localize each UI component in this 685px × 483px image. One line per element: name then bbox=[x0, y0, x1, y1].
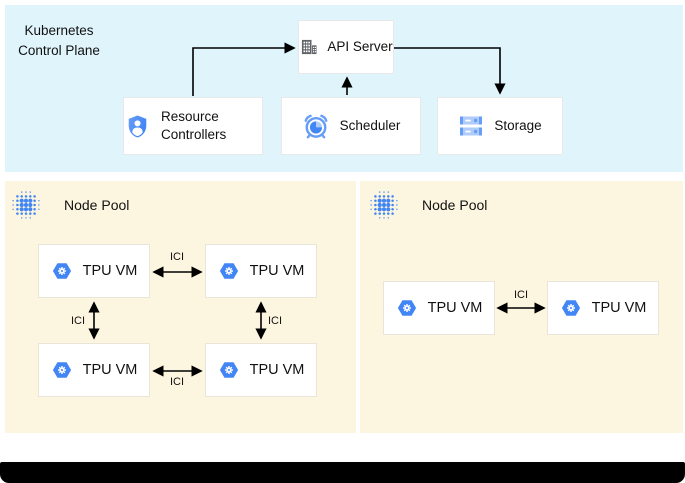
tpu-hexagon-icon bbox=[218, 261, 240, 281]
storage-node: Storage bbox=[437, 97, 563, 155]
dot-cluster-icon bbox=[368, 189, 400, 221]
storage-disks-icon bbox=[460, 116, 483, 136]
api-server-label: API Server bbox=[327, 39, 393, 55]
resource-controllers-node: Resource Controllers bbox=[123, 97, 263, 155]
alarm-clock-icon bbox=[304, 114, 328, 139]
ici-label-left: ICI bbox=[70, 315, 86, 327]
api-server-node: API Server bbox=[298, 20, 394, 74]
ici-label-top: ICI bbox=[169, 251, 185, 263]
storage-label: Storage bbox=[494, 118, 542, 134]
tpu-vm-label: TPU VM bbox=[249, 362, 305, 378]
node-pool-1-header: Node Pool bbox=[10, 189, 129, 221]
ici-label-right: ICI bbox=[267, 315, 283, 327]
window-bottom-bar bbox=[0, 462, 685, 483]
tpu-vm-node-2: TPU VM bbox=[205, 244, 317, 298]
tpu-vm-node-1: TPU VM bbox=[38, 244, 150, 298]
ici-label-bottom: ICI bbox=[169, 376, 185, 388]
tpu-vm-node-3: TPU VM bbox=[38, 343, 150, 397]
node-pool-2-header: Node Pool bbox=[368, 189, 487, 221]
tpu-vm-node-6: TPU VM bbox=[547, 281, 659, 335]
tpu-vm-label: TPU VM bbox=[249, 263, 305, 279]
tpu-vm-node-4: TPU VM bbox=[205, 343, 317, 397]
node-pool-2-title: Node Pool bbox=[422, 197, 488, 213]
tpu-vm-label: TPU VM bbox=[427, 300, 483, 316]
resource-controllers-label: Resource Controllers bbox=[161, 109, 227, 142]
shield-user-icon bbox=[128, 114, 147, 138]
control-plane-title: Kubernetes Control Plane bbox=[18, 23, 100, 58]
tpu-vm-label: TPU VM bbox=[591, 300, 647, 316]
tpu-hexagon-icon bbox=[560, 298, 582, 318]
dot-cluster-icon bbox=[10, 189, 42, 221]
tpu-hexagon-icon bbox=[51, 261, 73, 281]
tpu-vm-label: TPU VM bbox=[82, 263, 138, 279]
tpu-hexagon-icon bbox=[51, 360, 73, 380]
tpu-hexagon-icon bbox=[218, 360, 240, 380]
tpu-hexagon-icon bbox=[396, 298, 418, 318]
tpu-vm-node-5: TPU VM bbox=[383, 281, 495, 335]
building-icon bbox=[302, 39, 317, 55]
node-pool-1-title: Node Pool bbox=[64, 197, 130, 213]
ici-label-pool2: ICI bbox=[513, 289, 529, 301]
scheduler-label: Scheduler bbox=[339, 118, 401, 134]
tpu-vm-label: TPU VM bbox=[82, 362, 138, 378]
scheduler-node: Scheduler bbox=[281, 97, 421, 155]
